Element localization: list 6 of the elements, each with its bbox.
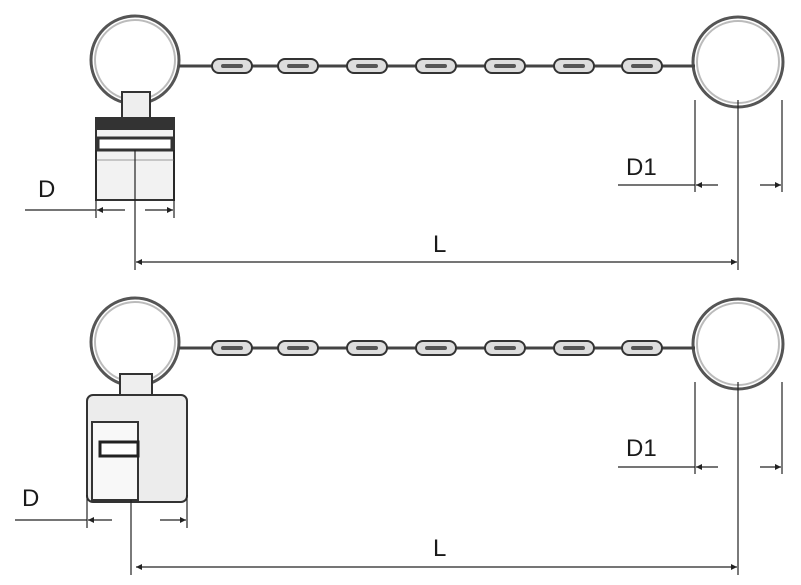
dimension-label: D	[38, 178, 56, 202]
dimension-label: L	[433, 233, 446, 257]
dimension-label: L	[433, 537, 446, 561]
dimension-label: D1	[626, 437, 657, 461]
dimension-label: D	[22, 487, 40, 511]
dimension-label: D1	[626, 156, 657, 180]
